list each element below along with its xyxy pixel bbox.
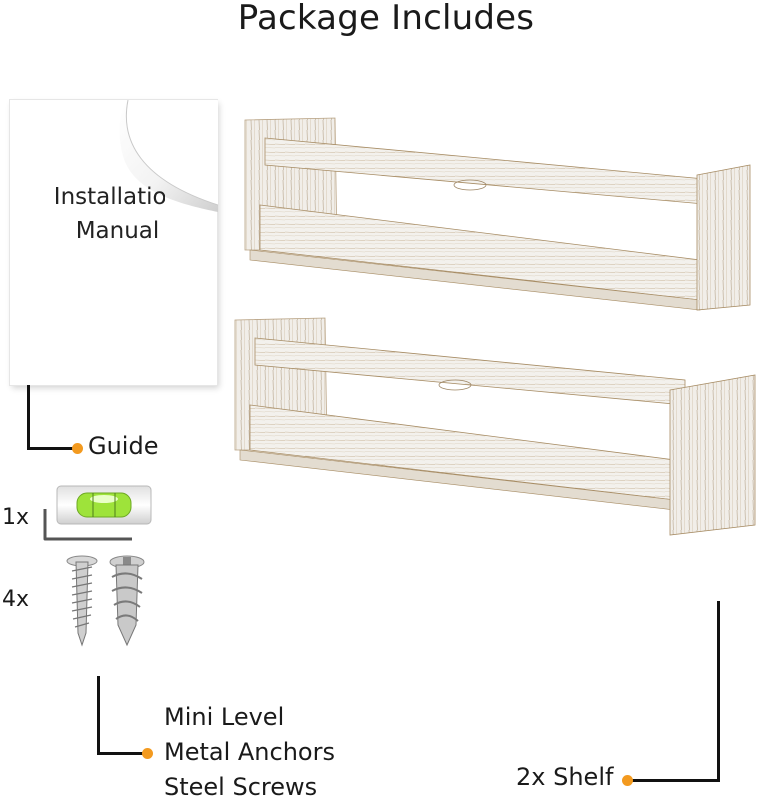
guide-leader-line xyxy=(27,385,30,449)
page-curl-image xyxy=(119,100,218,212)
guide-label: Guide xyxy=(88,432,159,460)
steel-screws-label: Steel Screws xyxy=(164,773,318,801)
guide-dot xyxy=(72,443,83,454)
shelf-top xyxy=(244,117,751,311)
allen-key-image xyxy=(43,509,132,541)
guide-leader-line xyxy=(27,447,77,450)
hardware-leader-line xyxy=(97,752,147,755)
mini-level-image xyxy=(56,485,152,525)
manual-line-1: Installation xyxy=(53,184,182,210)
hardware-leader-line xyxy=(97,676,100,754)
shelf-leader-line xyxy=(717,601,720,781)
shelf-leader-line xyxy=(628,779,720,782)
hardware-label-stack: Mini Level Metal Anchors Steel Screws xyxy=(164,700,335,805)
quantity-level: 1x xyxy=(2,505,30,530)
manual-line-2: Manual xyxy=(75,218,160,244)
shelf-label: 2x Shelf xyxy=(516,763,614,791)
steel-screw-image xyxy=(66,555,98,647)
page-title: Package Includes xyxy=(237,0,535,38)
mini-level-label: Mini Level xyxy=(164,703,285,731)
shelf-bottom xyxy=(234,317,756,536)
shelves-image xyxy=(234,117,756,536)
quantity-screws: 4x xyxy=(2,587,30,612)
hardware-dot xyxy=(142,748,153,759)
manual-text: Installation Manual xyxy=(30,180,205,248)
metal-anchors-label: Metal Anchors xyxy=(164,738,335,766)
metal-anchor-image xyxy=(109,555,145,647)
shelf-dot xyxy=(622,775,633,786)
